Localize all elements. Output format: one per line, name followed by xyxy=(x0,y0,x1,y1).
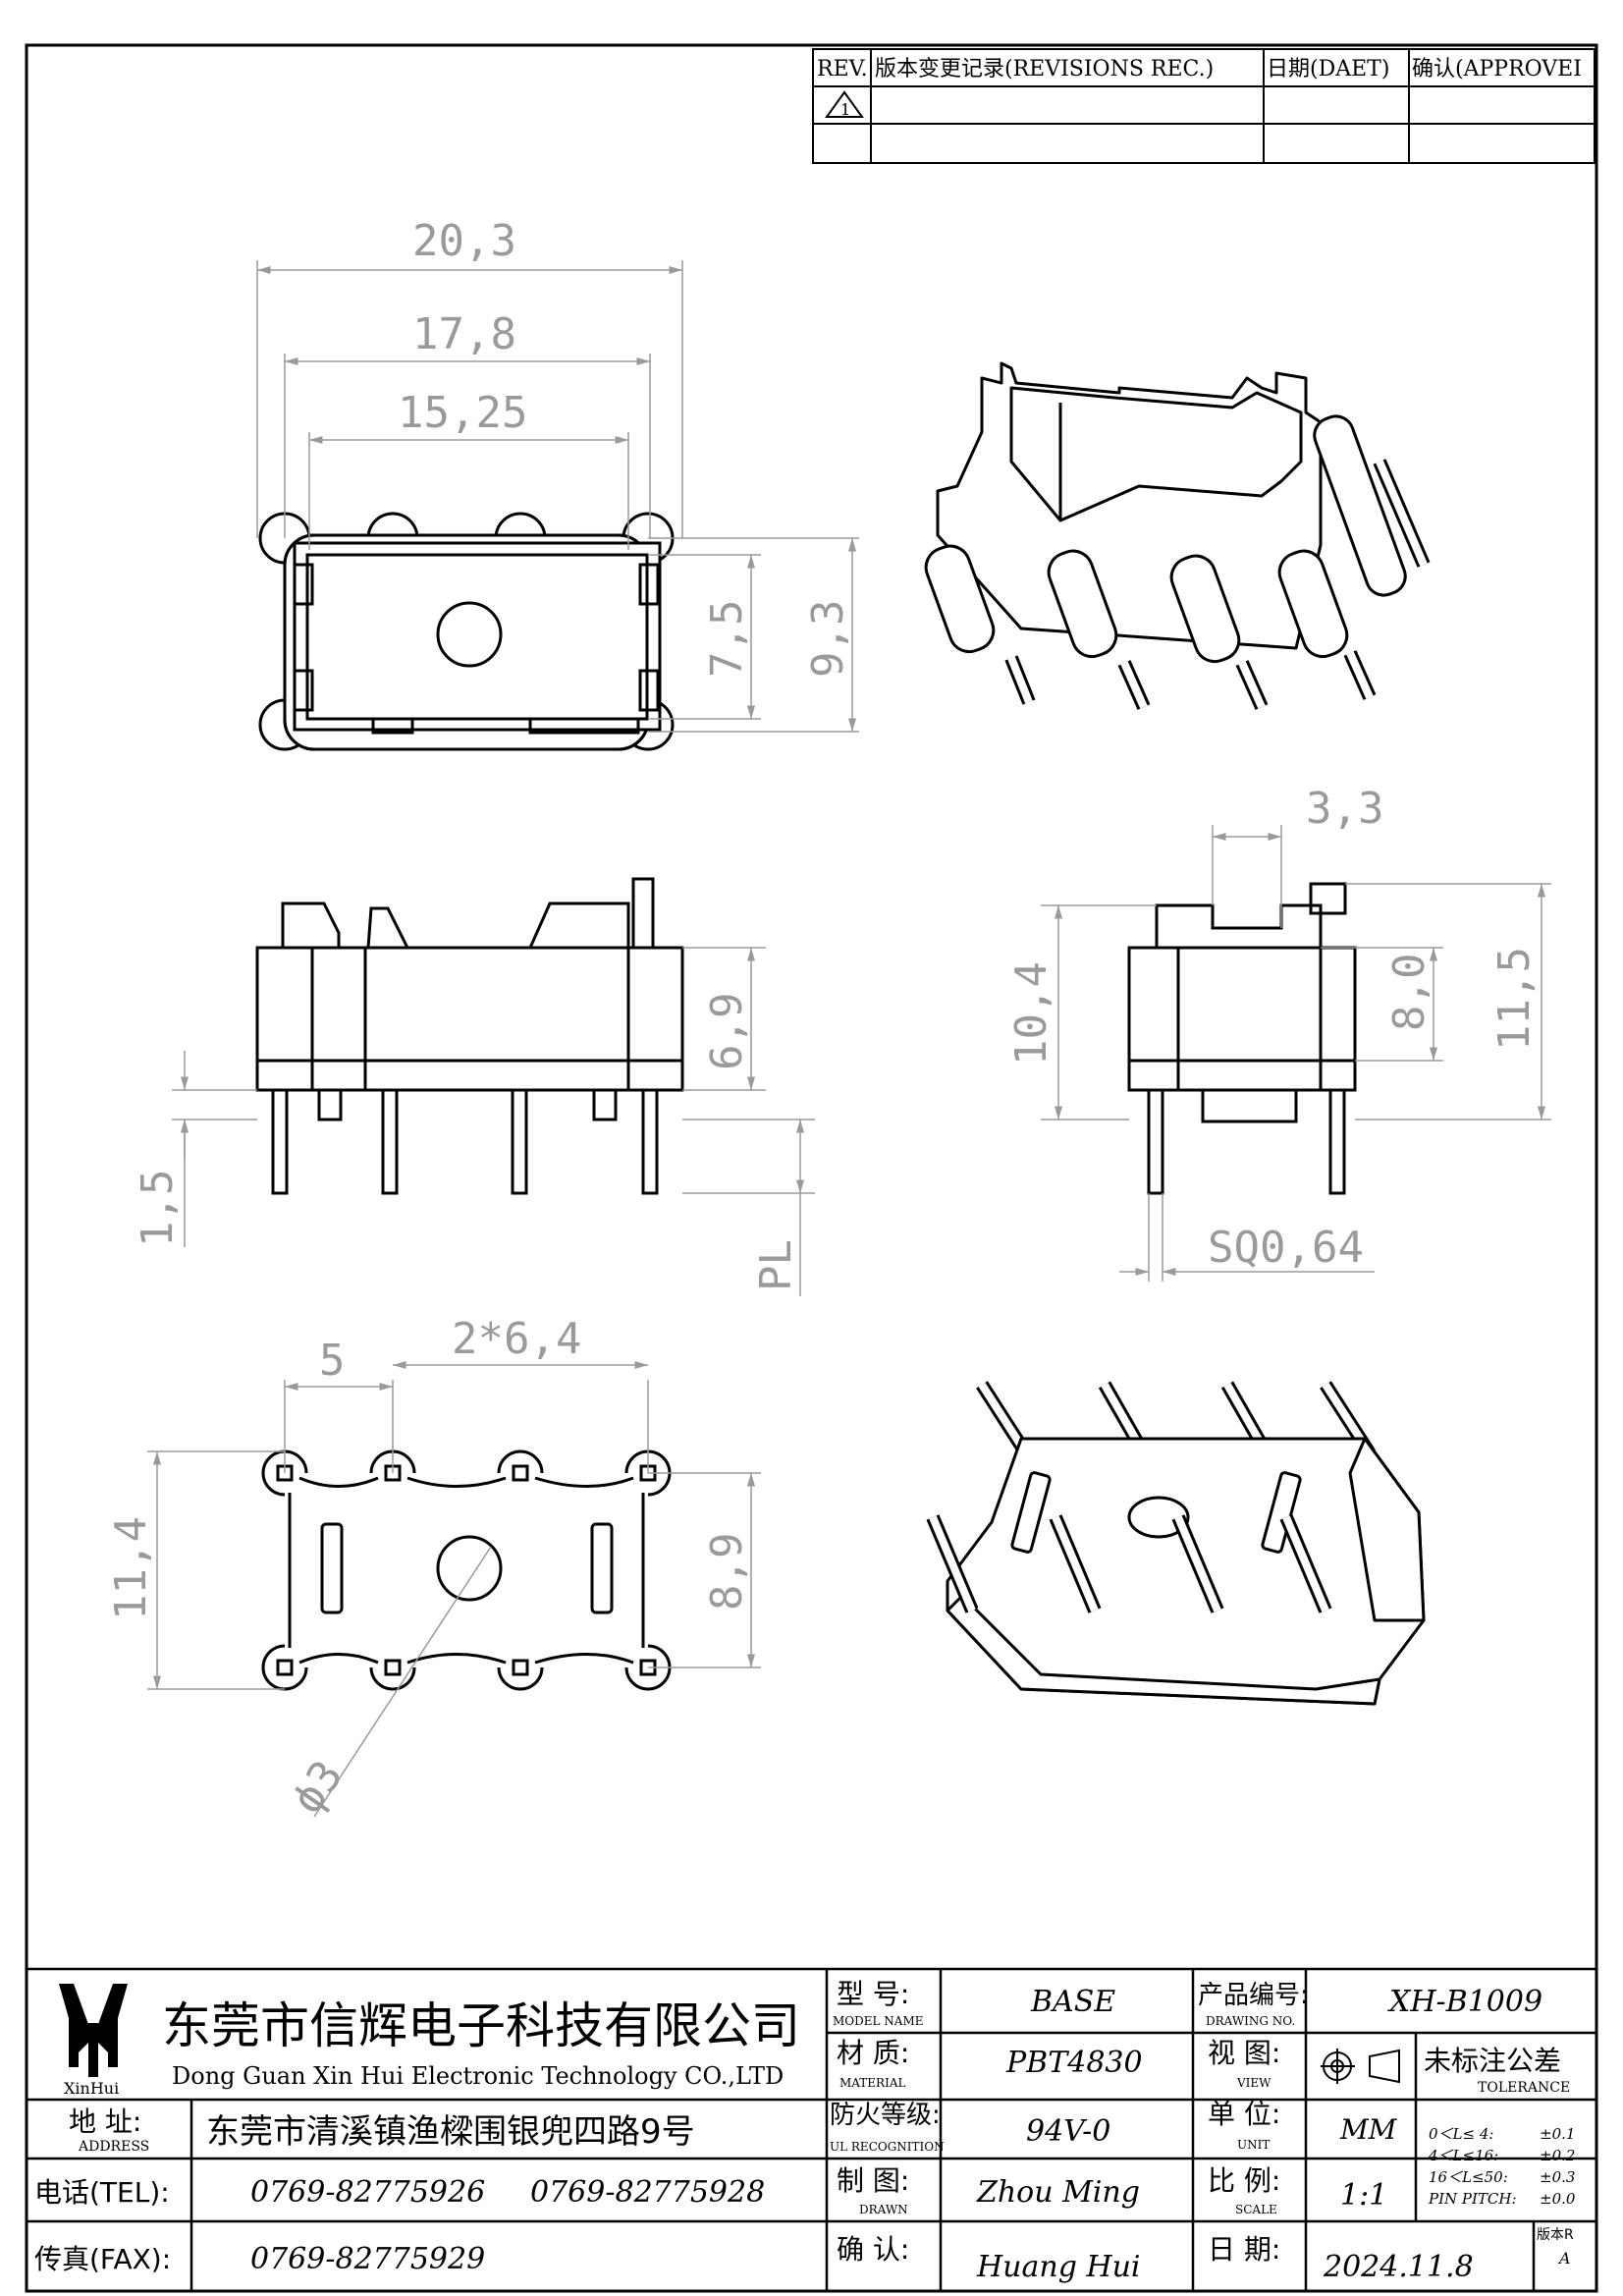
isometric-bottom-view xyxy=(926,1381,1426,1706)
unit-label-en: UNIT xyxy=(1237,2138,1270,2152)
view-label: 视 图: xyxy=(1208,2037,1280,2069)
drawn-label: 制 图: xyxy=(837,2164,909,2197)
unit-value: MM xyxy=(1339,2113,1398,2146)
dim-bottom-row-spacing: 8,9 xyxy=(702,1533,752,1611)
ul-value: 94V-0 xyxy=(1026,2114,1110,2149)
tel-1: 0769-82775926 xyxy=(250,2175,485,2210)
tolerance-value-1: ±0.2 xyxy=(1540,2147,1575,2164)
dim-bottom-pitch: 2*6,4 xyxy=(452,1314,581,1364)
fax-label: 传真(FAX): xyxy=(34,2243,171,2275)
tolerance-range-3: PIN PITCH: xyxy=(1428,2190,1517,2208)
dim-top-w-mid: 17,8 xyxy=(412,309,516,359)
version-label: 版本R xyxy=(1537,2227,1574,2243)
fax-value: 0769-82775929 xyxy=(250,2242,485,2276)
scale-label: 比 例: xyxy=(1208,2164,1280,2197)
drawing-border xyxy=(25,43,1598,2293)
dim-top-w-inner: 15,25 xyxy=(398,388,527,438)
dim-bottom-depth: 11,4 xyxy=(106,1516,156,1620)
dim-side-h-total: 10,4 xyxy=(1006,961,1056,1066)
projection-symbol-icon xyxy=(1321,2049,1400,2084)
model-value: BASE xyxy=(1030,1985,1115,2019)
material-label: 材 质: xyxy=(837,2037,909,2069)
unit-label: 单 位: xyxy=(1208,2098,1280,2130)
dim-front-pin-length: PL xyxy=(751,1239,801,1291)
isometric-top-view xyxy=(924,361,1431,710)
records-header: 版本变更记录(REVISIONS REC.) xyxy=(875,57,1214,82)
ul-label-en: UL RECOGNITION xyxy=(830,2140,945,2154)
drawing-no-value: XH-B1009 xyxy=(1387,1985,1542,2019)
tolerance-value-0: ±0.1 xyxy=(1540,2125,1575,2143)
tel-label: 电话(TEL): xyxy=(34,2176,170,2209)
date-header: 日期(DAET) xyxy=(1267,57,1389,82)
rev-mark: 1 xyxy=(840,100,850,119)
address-label: 地 址: xyxy=(69,2105,141,2138)
dim-bottom-edge-to-pin: 5 xyxy=(319,1336,346,1386)
revision-triangle-icon: 1 xyxy=(825,90,864,119)
top-view xyxy=(258,512,675,751)
drawn-label-en: DRAWN xyxy=(859,2203,908,2216)
scale-value: 1:1 xyxy=(1340,2178,1387,2213)
xinhui-logo-icon xyxy=(59,1984,128,2077)
tolerance-title: 未标注公差 xyxy=(1424,2045,1561,2077)
side-view-dimensions xyxy=(1041,825,1551,1282)
dim-top-h-inner: 7,5 xyxy=(702,600,752,678)
tolerance-title-en: TOLERANCE xyxy=(1478,2080,1570,2096)
tolerance-range-2: 16＜L≤50: xyxy=(1429,2168,1508,2186)
model-label-en: MODEL NAME xyxy=(833,2014,924,2028)
dim-side-h-body: 8,0 xyxy=(1384,954,1434,1031)
top-view-dimensions xyxy=(256,260,859,733)
date-label: 日 期: xyxy=(1208,2233,1280,2266)
rev-header: REV. xyxy=(817,57,868,82)
dim-front-height: 6,9 xyxy=(702,993,752,1070)
logo-text: XinHui xyxy=(64,2079,119,2098)
tolerance-range-1: 4＜L≤16: xyxy=(1428,2147,1498,2164)
address-value: 东莞市清溪镇渔樑围银兜四路9号 xyxy=(206,2112,695,2152)
tolerance-range-0: 0＜L≤ 4: xyxy=(1429,2125,1493,2143)
confirm-label: 确 认: xyxy=(837,2233,909,2266)
dim-side-pin-size: SQ0,64 xyxy=(1208,1223,1364,1273)
dim-top-h-overall: 9,3 xyxy=(803,600,853,678)
ul-label: 防火等级: xyxy=(830,2101,941,2130)
dim-bottom-hole-dia: ϕ3 xyxy=(282,1752,352,1824)
model-label: 型 号: xyxy=(837,1978,909,2010)
bottom-view-dimensions xyxy=(147,1360,761,1818)
confirm-value: Huang Hui xyxy=(976,2250,1141,2284)
view-label-en: VIEW xyxy=(1236,2076,1271,2090)
drawn-value: Zhou Ming xyxy=(976,2175,1140,2210)
drawing-no-label-en: DRAWING NO. xyxy=(1206,2014,1295,2028)
dim-front-pin-standoff: 1,5 xyxy=(133,1170,183,1247)
approve-header: 确认(APPROVEI xyxy=(1412,57,1582,82)
tolerance-value-3: ±0.0 xyxy=(1540,2190,1576,2208)
side-view xyxy=(1127,882,1357,1195)
drawing-no-label: 产品编号: xyxy=(1198,1981,1309,2010)
dim-side-step: 3,3 xyxy=(1306,784,1383,834)
company-name-cn: 东莞市信辉电子科技有限公司 xyxy=(162,1997,800,2054)
date-value: 2024.11.8 xyxy=(1323,2250,1474,2284)
tel-2: 0769-82775928 xyxy=(530,2175,765,2210)
scale-label-en: SCALE xyxy=(1235,2203,1277,2216)
tolerance-value-2: ±0.3 xyxy=(1540,2168,1575,2186)
material-label-en: MATERIAL xyxy=(839,2076,906,2090)
title-block-grid xyxy=(25,1967,1598,2293)
bottom-view xyxy=(261,1449,672,1691)
company-name-en: Dong Guan Xin Hui Electronic Technology … xyxy=(172,2062,784,2090)
revision-table xyxy=(812,48,1596,164)
dim-side-h-max: 11,5 xyxy=(1489,947,1540,1051)
material-value: PBT4830 xyxy=(1005,2046,1143,2080)
front-view-dimensions xyxy=(172,947,815,1296)
version-value: A xyxy=(1557,2249,1571,2268)
dim-top-w-overall: 20,3 xyxy=(412,216,516,266)
address-label-en: ADDRESS xyxy=(78,2139,149,2155)
front-view xyxy=(255,877,684,1195)
